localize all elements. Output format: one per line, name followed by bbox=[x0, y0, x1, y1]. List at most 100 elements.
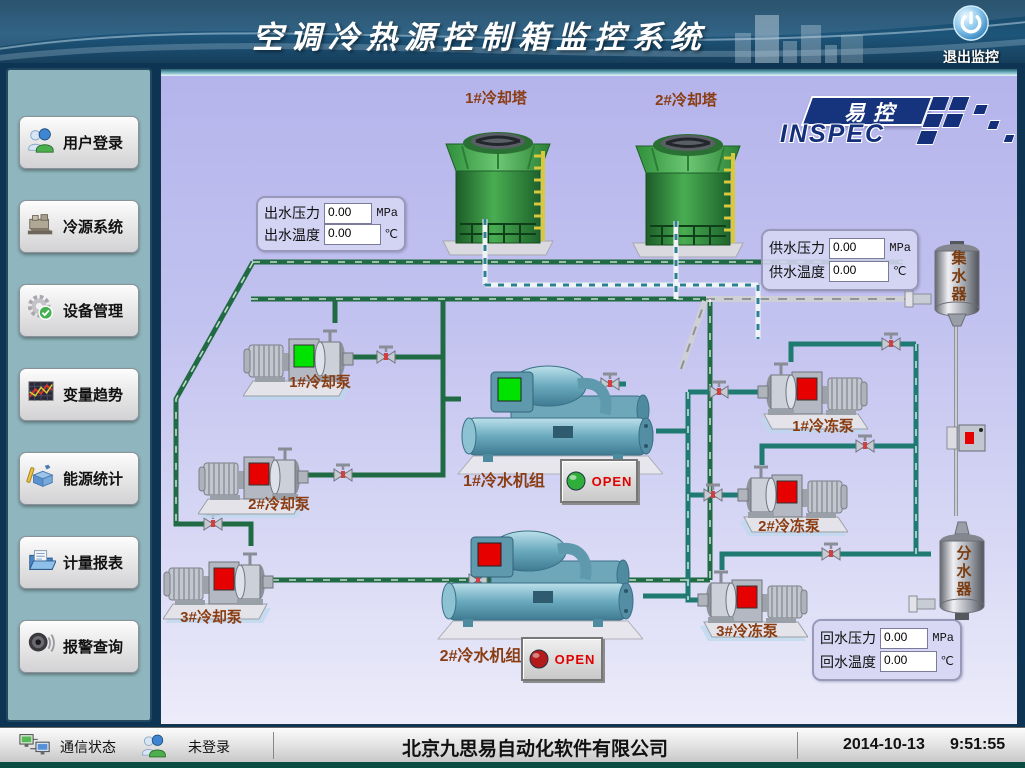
sidebar-item-cold-source-system[interactable]: 冷源系统 bbox=[19, 200, 139, 253]
chilled-pump-1[interactable] bbox=[753, 356, 869, 439]
chiller-machine-icon bbox=[26, 209, 56, 244]
sidebar-item-variable-trend[interactable]: 变量趋势 bbox=[19, 368, 139, 421]
supply-pressure-unit: MPa bbox=[889, 241, 911, 256]
chilled-pump-3[interactable] bbox=[693, 564, 809, 647]
sidebar: 用户登录 冷源系统 设备管理 变量趋势 bbox=[6, 68, 152, 722]
return-temp-label: 回水温度 bbox=[820, 653, 876, 670]
pipe-network bbox=[173, 219, 986, 613]
open-button-label: OPEN bbox=[591, 473, 633, 489]
valve-icon[interactable] bbox=[820, 542, 842, 562]
outlet-pressure-label: 出水压力 bbox=[264, 205, 320, 222]
return-temp-value[interactable]: 0.00 bbox=[880, 651, 937, 673]
supply-temp-label: 供水温度 bbox=[769, 263, 825, 280]
collector-vessel[interactable]: 集水器 bbox=[928, 241, 988, 331]
comm-status-label: 通信状态 bbox=[60, 739, 116, 755]
pump-status-indicator bbox=[293, 344, 315, 368]
valve-icon[interactable] bbox=[880, 332, 902, 352]
cooling-pump-2-label: 2#冷却泵 bbox=[248, 496, 310, 513]
chiller-unit-1[interactable] bbox=[453, 356, 665, 486]
chiller-1-open-button[interactable]: OPEN bbox=[560, 459, 638, 503]
sidebar-item-energy-statistics[interactable]: 能源统计 bbox=[19, 452, 139, 505]
cooling-pump-2[interactable] bbox=[197, 441, 313, 524]
distributor-vessel[interactable]: 分水器 bbox=[933, 516, 993, 621]
valve-icon[interactable] bbox=[708, 380, 730, 400]
sidebar-item-user-login[interactable]: 用户登录 bbox=[19, 116, 139, 169]
logo-checker bbox=[947, 96, 971, 111]
cooling-pump-1[interactable] bbox=[242, 323, 358, 406]
chiller-status-indicator bbox=[477, 542, 502, 567]
return-pressure-unit: MPa bbox=[932, 631, 954, 646]
logo-cn-text: 易控 bbox=[844, 102, 902, 125]
logo-en-text: INSPEC bbox=[780, 120, 886, 148]
trend-chart-icon bbox=[26, 377, 56, 412]
exit-monitor-label: 退出监控 bbox=[943, 49, 999, 63]
sidebar-item-label: 计量报表 bbox=[63, 555, 124, 572]
sidebar-item-label: 变量趋势 bbox=[63, 387, 124, 404]
tower-pipes bbox=[482, 219, 761, 339]
tower-1-label: 1#冷却塔 bbox=[465, 90, 527, 107]
city-skyline bbox=[725, 10, 925, 63]
lamp-icon bbox=[529, 649, 549, 669]
report-folder-icon bbox=[26, 545, 57, 580]
outlet-water-panel: 出水压力 0.00 MPa 出水温度 0.00 ℃ bbox=[256, 196, 406, 252]
cooling-tower-2[interactable] bbox=[628, 118, 748, 265]
logo-checker bbox=[941, 113, 965, 128]
page-title: 空调冷热源控制箱监控系统 bbox=[252, 20, 708, 56]
comm-status-icon bbox=[18, 732, 52, 763]
supply-pressure-label: 供水压力 bbox=[769, 240, 825, 257]
outlet-temp-label: 出水温度 bbox=[264, 226, 320, 243]
chiller-2-label: 2#冷水机组 bbox=[439, 648, 522, 665]
sidebar-item-label: 冷源系统 bbox=[63, 219, 124, 236]
chiller-unit-2[interactable] bbox=[433, 521, 645, 651]
pump-status-indicator bbox=[776, 480, 798, 504]
status-bar: 通信状态 未登录 北京九思易自动化软件有限公司 2014-10-13 9:51:… bbox=[0, 727, 1025, 763]
distributor-label: 分水器 bbox=[954, 544, 972, 599]
sidebar-item-metering-report[interactable]: 计量报表 bbox=[19, 536, 139, 589]
supply-pressure-value[interactable]: 0.00 bbox=[829, 237, 886, 259]
valve-icon[interactable] bbox=[375, 345, 397, 365]
tower-2-label: 2#冷却塔 bbox=[655, 92, 717, 109]
cooling-tower-1[interactable] bbox=[438, 116, 558, 263]
sidebar-item-label: 能源统计 bbox=[63, 471, 124, 488]
statusbar-separator bbox=[797, 732, 798, 759]
company-name: 北京九思易自动化软件有限公司 bbox=[401, 739, 668, 760]
chilled-pump-3-label: 3#冷冻泵 bbox=[716, 623, 778, 640]
chilled-pump-2[interactable] bbox=[733, 459, 849, 542]
logo-checker bbox=[1002, 134, 1016, 143]
chiller-2-open-button[interactable]: OPEN bbox=[521, 637, 603, 681]
bottom-strip bbox=[0, 762, 1025, 768]
pipe-flow-dashes bbox=[175, 261, 917, 600]
valve-icon[interactable] bbox=[332, 463, 354, 483]
outlet-pressure-value[interactable]: 0.00 bbox=[324, 202, 373, 224]
valve-icon[interactable] bbox=[702, 483, 724, 503]
outlet-temp-value[interactable]: 0.00 bbox=[324, 224, 381, 246]
cooling-pump-3[interactable] bbox=[162, 546, 278, 629]
chiller-1-label: 1#冷水机组 bbox=[463, 473, 545, 490]
login-status-label: 未登录 bbox=[188, 739, 230, 755]
outlet-pressure-unit: MPa bbox=[376, 206, 398, 221]
status-date: 2014-10-13 bbox=[843, 736, 925, 753]
sidebar-item-label: 报警查询 bbox=[63, 639, 124, 656]
power-icon bbox=[952, 5, 990, 46]
sidebar-item-alarm-query[interactable]: 报警查询 bbox=[19, 620, 139, 673]
main-top-strip bbox=[161, 69, 1017, 76]
chilled-pump-1-label: 1#冷冻泵 bbox=[792, 418, 854, 435]
login-user-icon bbox=[140, 732, 168, 764]
process-diagram: 易控 INSPEC 1#冷却塔 2#冷却塔 出水压力 0.00 MPa 出水温度… bbox=[160, 68, 1018, 725]
pump-status-indicator bbox=[736, 585, 758, 609]
pump-status-indicator bbox=[796, 377, 818, 401]
exit-monitor-button[interactable]: 退出监控 bbox=[931, 4, 1011, 63]
supply-temp-value[interactable]: 0.00 bbox=[829, 261, 889, 283]
return-pressure-label: 回水压力 bbox=[820, 630, 876, 647]
return-pressure-value[interactable]: 0.00 bbox=[880, 627, 929, 649]
chilled-pump-2-label: 2#冷冻泵 bbox=[758, 518, 820, 535]
logo-checker bbox=[986, 120, 1001, 130]
sidebar-item-device-management[interactable]: 设备管理 bbox=[19, 284, 139, 337]
alarm-speaker-icon bbox=[26, 629, 56, 664]
return-temp-unit: ℃ bbox=[940, 655, 954, 670]
status-time: 9:51:55 bbox=[950, 736, 1006, 753]
header-bar: 空调冷热源控制箱监控系统 退出监控 bbox=[0, 0, 1025, 63]
statusbar-separator bbox=[273, 732, 274, 759]
supply-pipe bbox=[678, 296, 923, 370]
pump-status-indicator bbox=[213, 567, 235, 591]
